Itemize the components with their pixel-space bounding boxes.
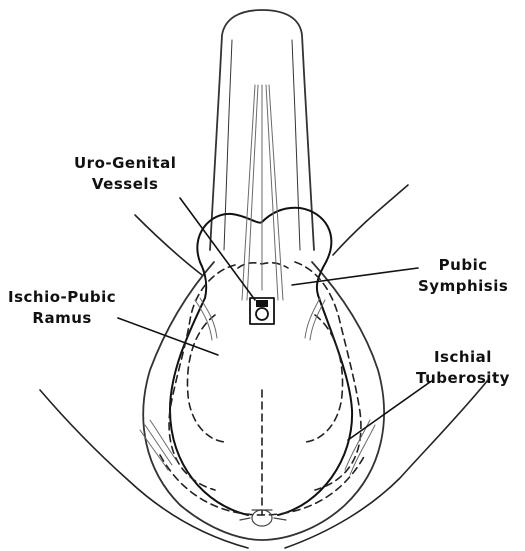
label-pubic-line1: Pubic xyxy=(418,255,508,276)
label-pubic-line2: Symphisis xyxy=(418,276,508,297)
label-ischio-pubic-ramus: Ischio-Pubic Ramus xyxy=(8,287,116,329)
left-inner-loop xyxy=(187,315,225,442)
marker-fill xyxy=(256,300,268,307)
left-shoulder-line xyxy=(135,215,202,275)
label-ischial-tuberosity: Ischial Tuberosity xyxy=(416,347,510,389)
label-ischio-pubic-line2: Ramus xyxy=(8,308,116,329)
right-shoulder-line xyxy=(333,185,408,255)
uro-genital-marker xyxy=(250,298,274,324)
marker-ring xyxy=(256,308,268,320)
label-uro-genital-line2: Vessels xyxy=(74,174,176,195)
vessel-strands xyxy=(140,85,375,475)
label-pubic-symphisis: Pubic Symphisis xyxy=(418,255,508,297)
saddle-outline xyxy=(143,10,384,540)
pointer-ischio-pubic xyxy=(118,318,218,355)
pointer-uro-genital xyxy=(180,198,255,300)
pelvis-outline xyxy=(170,208,352,515)
perineal-center xyxy=(240,510,286,526)
label-ischial-line2: Tuberosity xyxy=(416,368,510,389)
label-ischial-line1: Ischial xyxy=(416,347,510,368)
label-ischio-pubic-line1: Ischio-Pubic xyxy=(8,287,116,308)
label-uro-genital-vessels: Uro-Genital Vessels xyxy=(74,153,176,195)
right-thigh-line xyxy=(285,380,488,548)
label-uro-genital-line1: Uro-Genital xyxy=(74,153,176,174)
pelvis-left xyxy=(170,262,248,515)
